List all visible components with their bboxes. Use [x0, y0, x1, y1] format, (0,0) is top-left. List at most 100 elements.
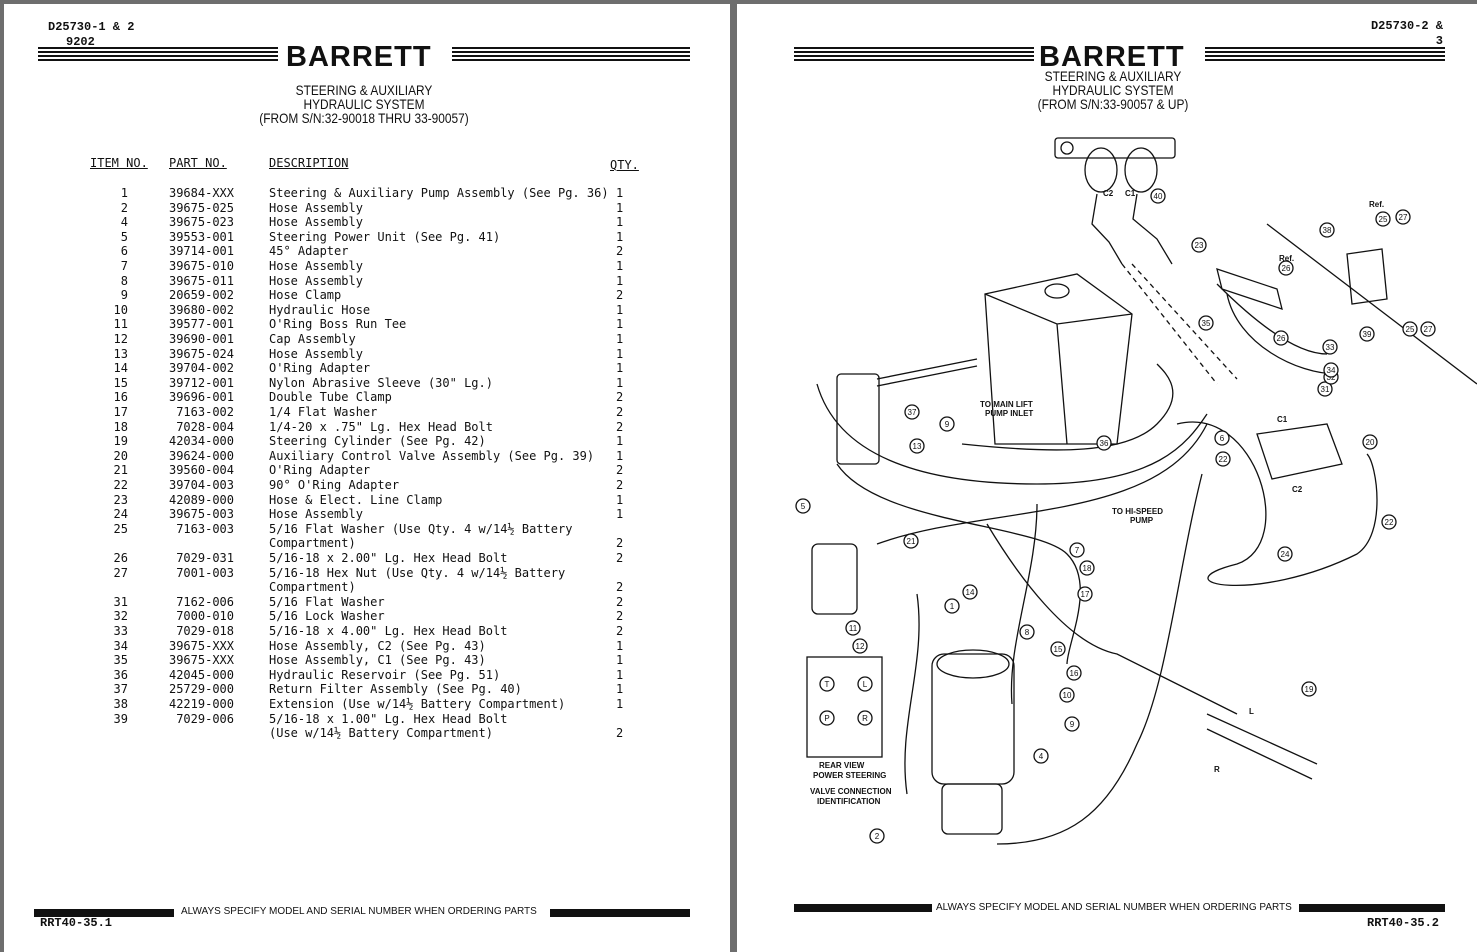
pump-base — [941, 783, 1003, 835]
description-cell: Hose Assembly, C1 (See Pg. 43) — [269, 653, 486, 668]
part-no-cell: 39675-011 — [168, 273, 234, 288]
brand-logo: BARRETT — [286, 41, 432, 73]
item-no-cell: 13 — [113, 346, 128, 361]
description-cell: Hose Assembly — [269, 346, 363, 361]
callout-number: 27 — [1399, 213, 1408, 222]
callout-circle — [1395, 209, 1411, 225]
qty-cell: 1 — [616, 697, 624, 711]
callout-circle — [1191, 237, 1207, 253]
callout-circle — [1064, 716, 1080, 732]
qty-cell: 2 — [616, 536, 624, 551]
callout-circle — [1198, 315, 1214, 331]
item-no-cell: 9 — [120, 288, 128, 303]
part-no-cell: 20659-002 — [168, 288, 234, 303]
description-cell: 5/16 Flat Washer — [269, 594, 385, 609]
item-no-cell: 35 — [113, 653, 128, 668]
callout-number: 13 — [913, 442, 922, 451]
callout-circle — [795, 498, 811, 514]
page-number: RRT40-35.2 — [1367, 916, 1440, 930]
callout-circle — [1359, 326, 1375, 342]
table-row: Compartment)2 — [4, 580, 730, 595]
port-c2-label: C2 — [1103, 189, 1114, 198]
callout-number: 33 — [1326, 343, 1335, 352]
label-main-lift: TO MAIN LIFT — [980, 400, 1033, 409]
callout-circle — [939, 416, 955, 432]
qty-cell: 1 — [616, 259, 624, 273]
description-cell: Hose Assembly — [269, 200, 363, 215]
hose-7 — [876, 423, 1208, 545]
hose-35 — [1226, 293, 1338, 375]
description-cell: Return Filter Assembly (See Pg. 40) — [269, 682, 522, 697]
description-cell: Steering & Auxiliary Pump Assembly (See … — [269, 186, 609, 200]
brand-stripes-left — [38, 47, 278, 62]
callout-number: 20 — [1366, 438, 1375, 447]
accumulator-c2 — [1084, 147, 1118, 193]
description-cell: Hose & Elect. Line Clamp — [269, 492, 443, 507]
header-description: DESCRIPTION — [269, 156, 349, 170]
callout-circle — [869, 828, 885, 844]
part-no-cell: 7029-031 — [176, 551, 234, 565]
table-row: Compartment)2 — [4, 536, 730, 551]
bracket-hole-icon — [1060, 141, 1074, 155]
pump-top — [936, 649, 1010, 679]
qty-cell: 1 — [616, 317, 624, 332]
item-no-cell: 11 — [113, 317, 128, 332]
callout-number: 40 — [1154, 192, 1163, 201]
filter-pipe — [876, 358, 978, 387]
brand-stripes-left — [794, 47, 1034, 62]
part-no-cell: 39704-003 — [168, 478, 234, 492]
qty-cell: 1 — [616, 361, 624, 376]
header-part-no: PART NO. — [169, 156, 227, 170]
part-no-cell: 39712-001 — [168, 375, 234, 390]
callout-number: 5 — [801, 502, 806, 511]
part-no-cell: 39675-010 — [168, 259, 234, 273]
qty-cell: 2 — [616, 288, 624, 303]
description-cell: Nylon Abrasive Sleeve (30" Lg.) — [269, 375, 493, 390]
item-no-cell: 21 — [113, 463, 128, 478]
description-cell: Cap Assembly — [269, 332, 356, 346]
item-no-cell: 6 — [120, 244, 128, 259]
part-no-cell: 7001-003 — [176, 565, 234, 580]
description-cell: 5/16-18 x 1.00" Lg. Hex Head Bolt — [269, 711, 508, 726]
description-cell: O'Ring Adapter — [269, 361, 371, 376]
label-pump: PUMP — [1130, 516, 1154, 525]
callout-number: 37 — [908, 408, 917, 417]
description-cell: Hydraulic Reservoir (See Pg. 51) — [269, 667, 501, 682]
item-no-cell: 24 — [113, 507, 128, 522]
item-no-cell: 7 — [120, 259, 128, 273]
callout-circle — [1214, 430, 1230, 446]
callout-circle — [903, 533, 919, 549]
part-no-cell: 39675-003 — [168, 507, 234, 522]
part-no-cell: 39577-001 — [168, 317, 234, 332]
callout-circle — [1019, 624, 1035, 640]
item-no-cell: 37 — [113, 682, 128, 697]
part-no-cell: 39696-001 — [168, 390, 234, 405]
callout-circle — [1323, 362, 1339, 378]
qty-cell: 1 — [616, 273, 624, 288]
item-no-cell: 12 — [113, 332, 128, 346]
qty-cell: 2 — [616, 551, 624, 565]
part-no-cell: 39675-024 — [168, 346, 234, 361]
left-page: D25730-1 & 2 9202 BARRETT STEERING & AUX… — [4, 4, 730, 952]
qty-cell: 1 — [616, 200, 624, 215]
item-no-cell: 14 — [113, 361, 128, 376]
part-no-cell: 42219-000 — [168, 697, 234, 711]
item-no-cell: 27 — [113, 565, 128, 580]
part-no-cell: 7163-003 — [176, 521, 234, 536]
footer-bar-right — [550, 909, 690, 917]
item-no-cell: 4 — [120, 215, 128, 230]
part-no-cell: 7028-004 — [176, 419, 234, 434]
description-cell: Auxiliary Control Valve Assembly (See Pg… — [269, 448, 595, 463]
part-no-cell: 39675-XXX — [168, 653, 234, 668]
qty-cell: 1 — [616, 667, 624, 682]
